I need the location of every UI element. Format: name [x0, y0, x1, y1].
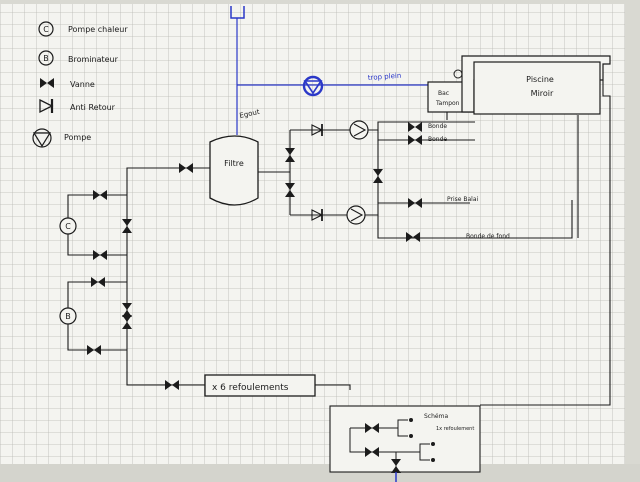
legend: C Pompe chaleur B Brominateur Vanne Anti…: [32, 21, 128, 148]
label-bac: Bac: [438, 90, 449, 97]
label-schema: Schéma: [424, 413, 448, 420]
overflow-pump-icon: [302, 75, 324, 97]
legend-c-symbol: C: [43, 25, 49, 34]
legend-pompe: Pompe: [64, 133, 91, 142]
label-b-circle: B: [65, 312, 71, 321]
label-refoulements: x 6 refoulements: [212, 383, 289, 393]
legend-brominateur: Brominateur: [68, 55, 119, 64]
label-filtre: Filtre: [224, 159, 244, 168]
upper-pump-icon: [349, 120, 369, 140]
label-bonde-2: Bonde: [428, 136, 447, 143]
label-tampon: Tampon: [435, 100, 460, 107]
legend-anti-retour: Anti Retour: [70, 103, 116, 112]
label-miroir: Miroir: [531, 89, 554, 98]
lower-check-valve-icon: [311, 209, 324, 221]
label-balai: Prise Balai: [447, 196, 479, 203]
piscine-miroir: Piscine Miroir: [461, 55, 611, 115]
label-c-circle: C: [65, 222, 71, 231]
schema-inset: Schéma 1x refoulement: [329, 405, 481, 482]
table-edge: [0, 464, 640, 482]
refoulements-box: x 6 refoulements: [204, 374, 316, 397]
legend-b-symbol: B: [43, 54, 49, 63]
legend-check-valve-icon: [39, 98, 54, 114]
legend-pump-icon: [32, 128, 52, 148]
brominateur-b: B: [59, 307, 77, 325]
pompe-chaleur-c: C: [59, 217, 77, 235]
label-piscine: Piscine: [526, 75, 554, 84]
legend-pompe-chaleur: Pompe chaleur: [68, 25, 128, 34]
label-trop-plein: trop plein: [368, 72, 402, 82]
overflow-line: trop plein: [230, 6, 432, 135]
label-bonde-1: Bonde: [428, 123, 447, 130]
label-schema-detail: 1x refoulement: [436, 426, 474, 432]
filter-tank: Filtre: [209, 135, 259, 206]
lower-pump-icon: [346, 205, 366, 225]
label-bonde-de-fond: Bonde de fond: [466, 233, 510, 240]
upper-check-valve-icon: [311, 124, 324, 136]
legend-vanne: Vanne: [70, 80, 95, 89]
